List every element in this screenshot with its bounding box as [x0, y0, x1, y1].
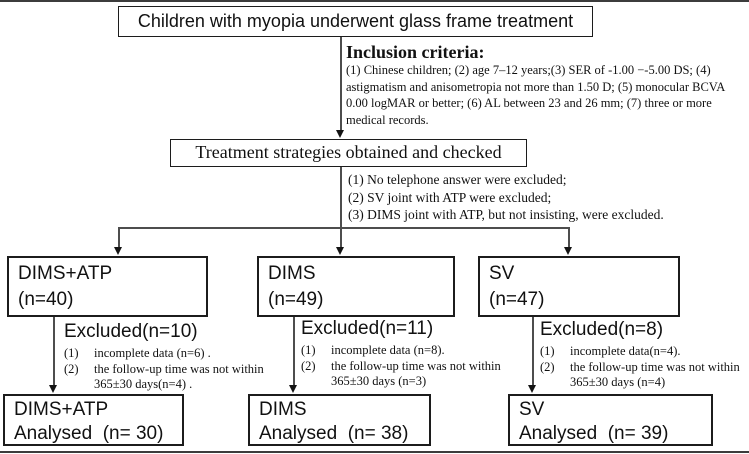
- top-box-label: Children with myopia underwent glass fra…: [137, 11, 574, 31]
- exclusion-notes-block: (1) No telephone answer were excluded; (…: [348, 171, 664, 224]
- analysed-result: Analysed (n= 38): [259, 423, 409, 444]
- arrow-down-dims-analysed-icon: [289, 385, 297, 393]
- arrow-down-sv-analysed-icon: [528, 385, 536, 393]
- excluded-heading: Excluded(n=10): [64, 321, 198, 342]
- excluded-item: (1) incomplete data (n=8).: [301, 343, 501, 359]
- connector-branch-to-dims-atp: [118, 227, 120, 248]
- excluded-item-text: the follow-up time was not within: [570, 359, 740, 374]
- analysed-box-sv: SV Analysed (n= 39): [508, 394, 713, 446]
- analysed-box-dims-atp: DIMS+ATP Analysed (n= 30): [3, 394, 184, 446]
- arrow-down-dims-icon: [336, 247, 344, 255]
- group-box-dims: DIMS (n=49): [257, 256, 455, 317]
- excluded-item: (2) the follow-up time was not within 36…: [301, 359, 501, 390]
- analysed-name: DIMS: [259, 399, 307, 420]
- group-count: (n=49): [268, 289, 324, 310]
- excluded-item-text: the follow-up time was not within: [94, 361, 264, 376]
- excluded-block-sv: Excluded(n=8) (1) incomplete data(n=4). …: [540, 319, 740, 391]
- analysed-box-dims: DIMS Analysed (n= 38): [248, 394, 431, 446]
- top-box-children-myopia: Children with myopia underwent glass fra…: [118, 6, 593, 37]
- excluded-item-number: (1): [540, 344, 555, 358]
- excluded-item-number: (2): [301, 358, 316, 373]
- analysed-result: Analysed (n= 30): [14, 423, 164, 444]
- exclusion-note-line: (1) No telephone answer were excluded;: [348, 172, 567, 187]
- group-name: DIMS+ATP: [18, 263, 113, 284]
- excluded-item: (2) the follow-up time was not within 36…: [64, 362, 264, 393]
- analysed-name: DIMS+ATP: [14, 399, 109, 420]
- connector-top-to-treatment: [340, 37, 342, 131]
- excluded-item: (1) incomplete data(n=4).: [540, 344, 740, 360]
- excluded-block-dims-atp: Excluded(n=10) (1) incomplete data (n=6)…: [64, 321, 264, 393]
- group-box-sv: SV (n=47): [478, 256, 680, 317]
- excluded-item-text: incomplete data (n=6) .: [94, 346, 211, 360]
- excluded-item-text: incomplete data(n=4).: [570, 344, 681, 358]
- analysed-name: SV: [519, 399, 545, 420]
- excluded-item-text: the follow-up time was not within: [331, 358, 501, 373]
- excluded-item-number: (1): [64, 346, 79, 360]
- excluded-item-text: incomplete data (n=8).: [331, 343, 445, 357]
- inclusion-criteria-heading: Inclusion criteria:: [346, 42, 485, 62]
- analysed-result: Analysed (n= 39): [519, 423, 669, 444]
- arrow-down-sv-icon: [564, 247, 572, 255]
- inclusion-criteria-line: astigmatism and anisometropia not more t…: [346, 79, 726, 94]
- excluded-item-text: 365±30 days (n=4): [570, 375, 666, 389]
- exclusion-note-line: (2) SV joint with ATP were excluded;: [348, 189, 552, 205]
- connector-dims-to-analysed: [293, 317, 295, 386]
- group-name: DIMS: [268, 263, 316, 284]
- group-box-dims-atp: DIMS+ATP (n=40): [7, 256, 208, 317]
- figure-top-border: [0, 0, 749, 2]
- excluded-item: (1) incomplete data (n=6) .: [64, 346, 264, 362]
- group-count: (n=47): [489, 289, 545, 310]
- excluded-item: (2) the follow-up time was not within 36…: [540, 360, 740, 391]
- arrow-down-dims-atp-analysed-icon: [49, 385, 57, 393]
- treatment-strategies-label: Treatment strategies obtained and checke…: [195, 142, 502, 162]
- excluded-item-number: (1): [301, 343, 316, 357]
- figure-bottom-border: [0, 451, 749, 453]
- excluded-item-text: 365±30 days(n=4) .: [94, 377, 193, 391]
- branch-horizontal-line: [118, 227, 569, 229]
- connector-treatment-to-branch: [340, 167, 342, 228]
- excluded-block-dims: Excluded(n=11) (1) incomplete data (n=8)…: [301, 318, 501, 390]
- connector-branch-to-dims: [340, 227, 342, 248]
- excluded-item-number: (2): [540, 359, 555, 374]
- excluded-heading: Excluded(n=8): [540, 319, 664, 340]
- connector-sv-to-analysed: [532, 317, 534, 386]
- group-name: SV: [489, 263, 515, 284]
- inclusion-criteria-line: 0.00 logMAR or better; (6) AL between 23…: [346, 96, 712, 110]
- treatment-strategies-box: Treatment strategies obtained and checke…: [170, 139, 527, 167]
- exclusion-note-line: (3) DIMS joint with ATP, but not insisti…: [348, 207, 664, 222]
- excluded-item-number: (2): [64, 361, 79, 376]
- arrow-down-treatment-icon: [336, 130, 344, 138]
- inclusion-criteria-block: Inclusion criteria: (1) Chinese children…: [346, 42, 725, 128]
- connector-dims-atp-to-analysed: [53, 317, 55, 386]
- group-count: (n=40): [18, 289, 74, 310]
- inclusion-criteria-line: (1) Chinese children; (2) age 7–12 years…: [346, 63, 711, 77]
- arrow-down-dims-atp-icon: [114, 247, 122, 255]
- inclusion-criteria-line: medical records.: [346, 112, 429, 127]
- excluded-item-text: 365±30 days (n=3): [331, 374, 427, 388]
- excluded-heading: Excluded(n=11): [301, 318, 434, 339]
- connector-branch-to-sv: [568, 227, 570, 248]
